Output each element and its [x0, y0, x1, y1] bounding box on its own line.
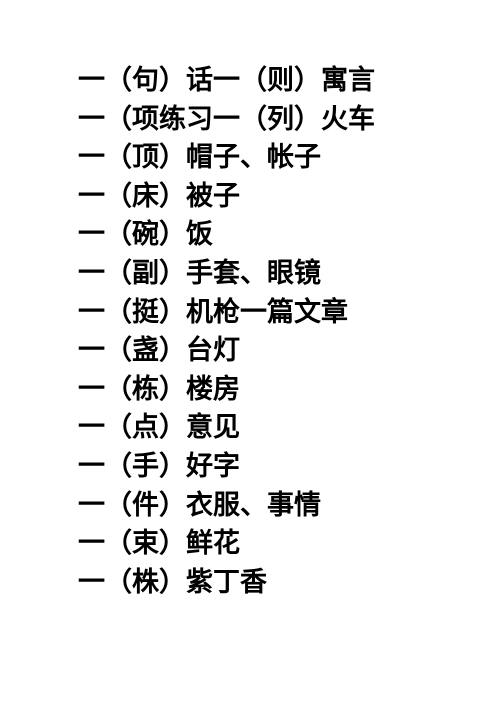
list-item: 一（顶）帽子、帐子: [78, 142, 321, 174]
list-item: 一（束）鲜花: [78, 528, 240, 560]
list-item: 一（副）手套、眼镜: [78, 257, 321, 289]
list-item: 一（株）紫丁香: [78, 566, 267, 598]
list-item: 一（床）被子: [78, 180, 240, 212]
list-item: 一（栋）楼房: [78, 373, 240, 405]
list-item: 一（件）衣服、事情: [78, 489, 321, 521]
list-item: 一（点）意见: [78, 412, 240, 444]
list-item: 一（盏）台灯: [78, 335, 240, 367]
list-item: 一（句）话一（则）寓言: [78, 65, 375, 96]
measure-word-list: 一（句）话一（则）寓言 一（项练习一（列）火车 一（顶）帽子、帐子 一（床）被子…: [78, 62, 375, 602]
list-item: 一（项练习一（列）火车: [78, 103, 375, 135]
list-item: 一（碗）饭: [78, 219, 213, 251]
list-item: 一（挺）机枪一篇文章: [78, 296, 348, 328]
list-item: 一（手）好字: [78, 450, 240, 482]
